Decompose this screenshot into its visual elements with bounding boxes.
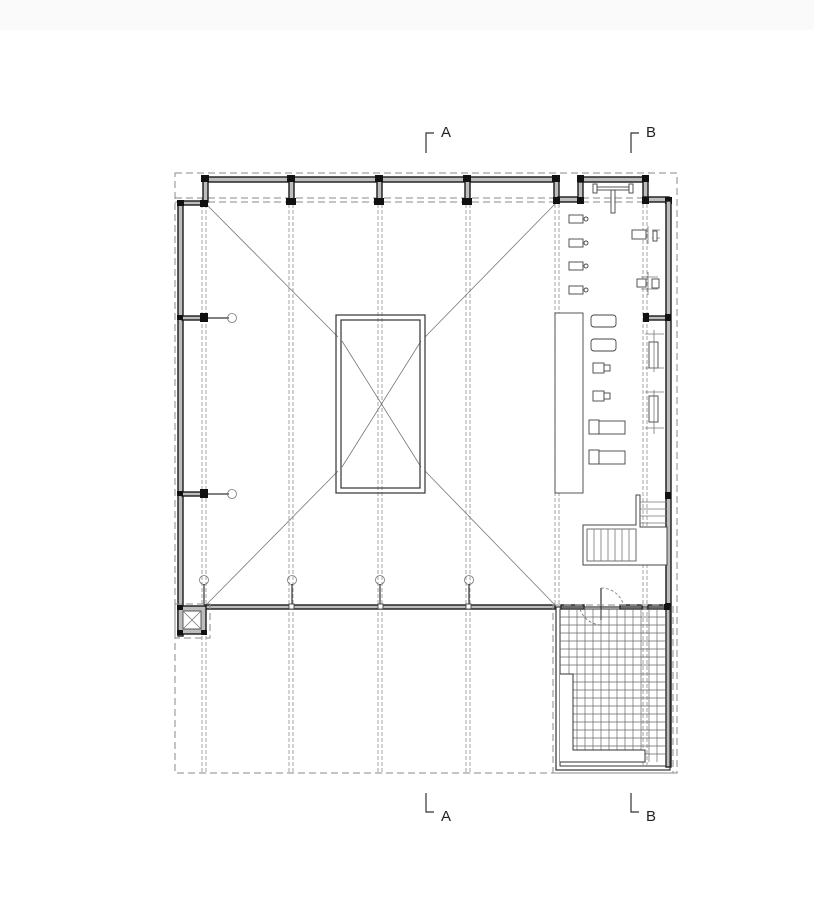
central-opening (335, 314, 426, 494)
west-wall (177, 200, 237, 637)
east-wall (643, 200, 672, 768)
corner-shaft (174, 603, 211, 639)
cross-lines (205, 203, 556, 606)
staircase (582, 494, 668, 566)
top-band (0, 0, 814, 30)
section-marker-a-bottom: A (425, 793, 451, 825)
weight-machine-icon (631, 226, 660, 295)
exercise-bike-icon (568, 214, 589, 295)
section-label: A (441, 124, 451, 141)
section-marker-b-bottom: B (630, 793, 656, 825)
north-wall (201, 175, 672, 205)
gym-equipment (568, 183, 664, 465)
section-label: B (646, 124, 656, 141)
section-marker-a-top: A (425, 124, 451, 153)
reception-counter (554, 312, 584, 494)
section-label: B (646, 808, 656, 825)
roof-outline (174, 172, 678, 774)
tiled-terrace (552, 604, 674, 774)
south-wall (199, 575, 556, 610)
section-marker-b-top: B (630, 124, 656, 153)
leg-press-icon (645, 330, 664, 434)
bench-press-icon (592, 183, 634, 214)
post-markers (199, 575, 474, 610)
treadmill-icon (588, 419, 626, 465)
section-label: A (441, 808, 451, 825)
chair-icon (592, 362, 611, 402)
rowing-machine-icon (590, 314, 617, 352)
